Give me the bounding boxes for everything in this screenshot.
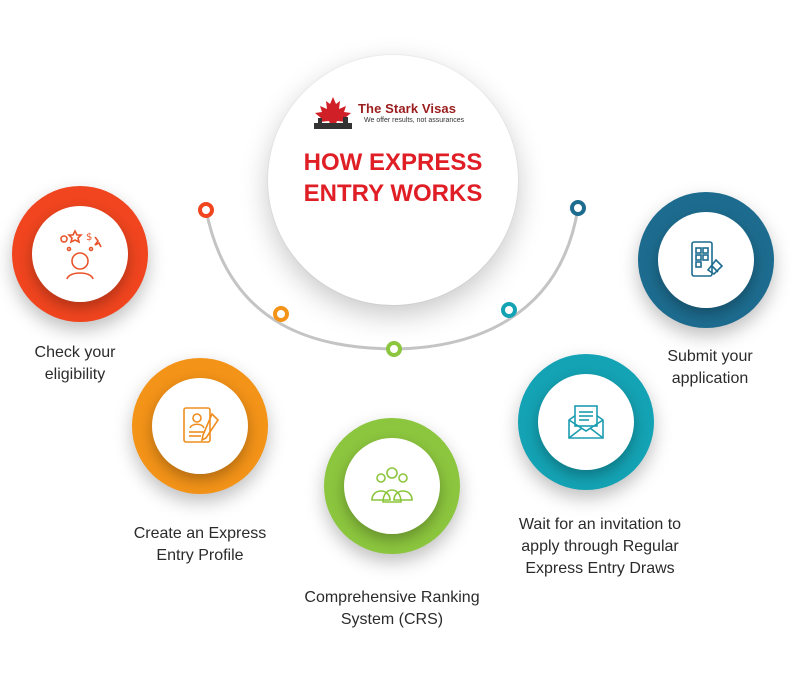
- step-invitation: [518, 354, 654, 490]
- step-icon-holder: [538, 374, 634, 470]
- step-icon-holder: [152, 378, 248, 474]
- group-icon: [371, 467, 413, 503]
- svg-text:$: $: [86, 232, 92, 243]
- step-profile: [132, 358, 268, 494]
- step-crs: [324, 418, 460, 554]
- step-label-submit: Submit your application: [640, 346, 780, 390]
- brand-tagline: We offer results, not assurances: [364, 117, 465, 124]
- arc-node-5: [570, 200, 586, 216]
- step-icon-holder: $: [32, 206, 128, 302]
- brand-name: The Stark Visas: [358, 101, 457, 116]
- step-label-invitation: Wait for an invitation to apply through …: [500, 514, 700, 580]
- label-text: Create an Express Entry Profile: [133, 525, 267, 564]
- label-text: Submit your application: [667, 348, 753, 387]
- brand-logo: The Stark Visas We offer results, not as…: [310, 93, 480, 133]
- profile-form-icon: [183, 407, 220, 443]
- page-title: HOW EXPRESS ENTRY WORKS: [268, 147, 518, 209]
- arc-node-3: [386, 341, 402, 357]
- title-text: HOW EXPRESS ENTRY WORKS: [303, 149, 483, 207]
- step-icon-holder: [344, 438, 440, 534]
- label-text: Check your eligibility: [34, 344, 116, 383]
- step-label-crs: Comprehensive Ranking System (CRS): [272, 587, 512, 631]
- label-text: Comprehensive Ranking System (CRS): [304, 589, 480, 628]
- phone-submit-icon: [691, 241, 724, 277]
- step-label-eligibility: Check your eligibility: [10, 342, 140, 386]
- thinking-person-icon: $: [60, 229, 102, 280]
- center-badge: The Stark Visas We offer results, not as…: [268, 55, 518, 305]
- step-icon-holder: [658, 212, 754, 308]
- arc-node-4: [501, 302, 517, 318]
- arc-node-1: [198, 202, 214, 218]
- step-label-profile: Create an Express Entry Profile: [100, 523, 300, 567]
- envelope-letter-icon: [568, 405, 604, 439]
- maple-leaf-icon: [314, 97, 352, 129]
- arc-node-2: [273, 306, 289, 322]
- step-eligibility: $: [12, 186, 148, 322]
- step-submit: [638, 192, 774, 328]
- label-text: Wait for an invitation to apply through …: [518, 516, 682, 577]
